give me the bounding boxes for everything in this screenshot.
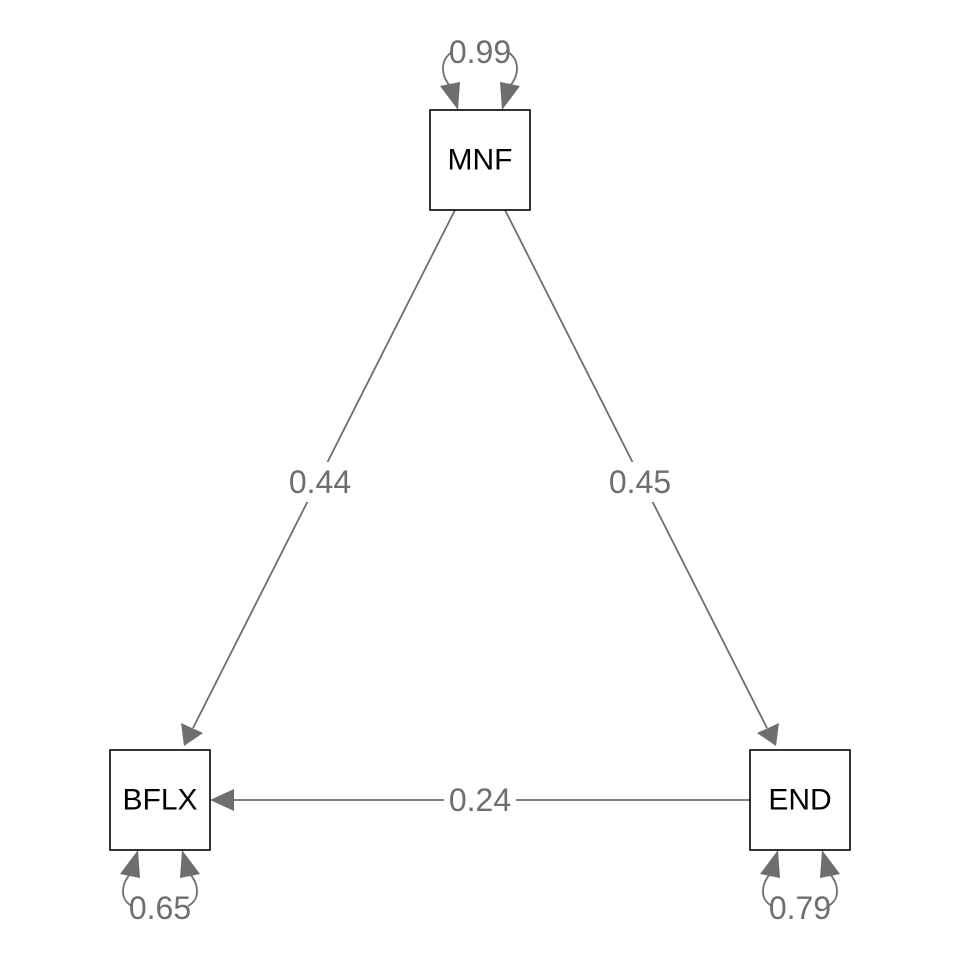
edge-end-to-bflx: 0.24 [210,780,750,820]
arrowhead-icon [180,850,200,878]
node-bflx: BFLX [109,749,211,851]
arrowhead-icon [760,850,780,878]
edge-mnf-to-bflx: 0.44 [181,209,456,746]
arrowhead-icon [757,723,779,746]
node-mnf: MNF [429,109,531,211]
arrowhead-icon [210,789,234,811]
arrowhead-icon [440,82,460,110]
node-label-bflx: BFLX [122,784,197,817]
variance-label-bflx: 0.65 [129,890,191,926]
path-coefficient-mnf-end: 0.45 [609,464,671,500]
variance-loop-end: 0.79 [760,850,840,926]
variance-loop-bflx: 0.65 [120,850,200,926]
variance-label-end: 0.79 [769,890,831,926]
path-coefficient-mnf-bflx: 0.44 [289,464,351,500]
arrowhead-icon [500,82,520,110]
arrowhead-icon [181,723,203,746]
node-end: END [749,749,851,851]
variance-label-mnf: 0.99 [449,34,511,70]
variance-loop-mnf: 0.99 [440,34,520,110]
node-label-mnf: MNF [448,144,513,177]
node-label-end: END [768,784,831,817]
arrowhead-icon [120,850,140,878]
path-coefficient-end-bflx: 0.24 [449,782,511,818]
arrowhead-icon [820,850,840,878]
edge-mnf-to-end: 0.45 [504,209,779,746]
